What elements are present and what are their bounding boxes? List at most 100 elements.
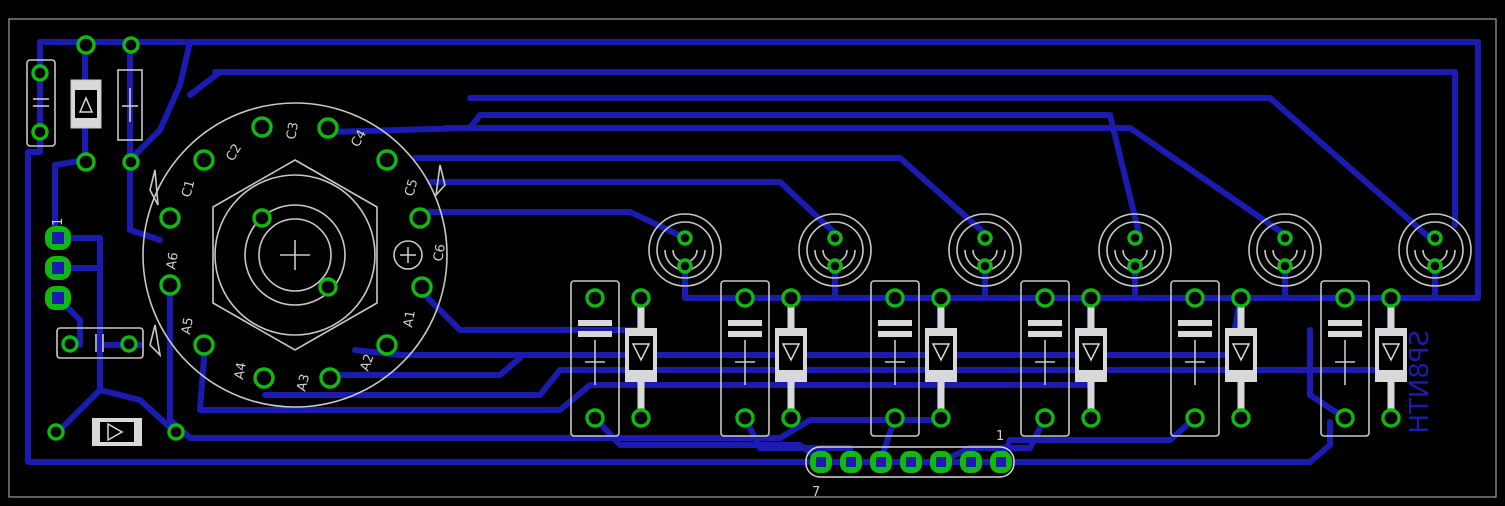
- pad-c6: [409, 207, 431, 229]
- pad-header-square: [52, 232, 64, 244]
- pad-a6: [159, 274, 181, 296]
- trace-c4-led: [412, 155, 993, 241]
- label-c2: C2: [223, 141, 245, 164]
- switch-tab: [149, 324, 162, 358]
- trace-c-bus: [327, 112, 1143, 241]
- trace-a4: [262, 297, 1393, 398]
- cap-c1-outline: [26, 59, 56, 147]
- trace-diode1: [52, 42, 88, 238]
- trace-link: [187, 69, 223, 98]
- channel-blocks: [570, 280, 1407, 437]
- trace-a2: [352, 297, 1243, 358]
- pad-a5: [193, 334, 215, 356]
- switch-stop-pin: [393, 240, 423, 270]
- connector-pads: [810, 451, 1012, 473]
- trace-p7: [592, 415, 823, 463]
- channel-1: [570, 280, 657, 437]
- channel-4: [1020, 280, 1107, 437]
- label-c3: C3: [284, 121, 302, 141]
- pad-channel: [1185, 288, 1205, 308]
- diode-symbol-icon: [107, 422, 124, 442]
- pad-channel: [1035, 288, 1055, 308]
- pad-common: [318, 277, 338, 297]
- pad-led: [1427, 230, 1443, 246]
- board-outline: [8, 18, 1497, 498]
- trace-led6-feed: [212, 69, 1458, 228]
- pad-diode: [76, 35, 96, 55]
- trace-p1: [997, 415, 1198, 465]
- pad-c4: [317, 117, 339, 139]
- pad-cap: [31, 64, 49, 82]
- pad-resistor: [122, 153, 140, 171]
- pad-led: [827, 230, 843, 246]
- connector-7pin: 1 7: [805, 429, 1015, 500]
- rotary-switch: C1 C2 C3 C4 C5 C6 A1 A2 A3 A4 A5 A6: [142, 102, 449, 408]
- trace-a3: [327, 355, 523, 378]
- led-row: [648, 213, 1472, 287]
- cap-c2-outline: [56, 327, 144, 359]
- resistor-r1-outline: [117, 69, 143, 141]
- pad-channel: [1335, 288, 1355, 308]
- label-c5: C5: [402, 177, 421, 198]
- pad-diode: [76, 152, 96, 172]
- trace-c6-led: [467, 95, 1433, 241]
- label-a5: A5: [179, 316, 197, 336]
- connector-pin1-label: 1: [996, 429, 1004, 444]
- pad-a2: [376, 334, 398, 356]
- diode-symbol-icon: [78, 96, 94, 113]
- switch-shaft-inner: [258, 218, 332, 292]
- switch-tab: [434, 164, 446, 198]
- pad-diode: [167, 423, 185, 441]
- label-c1: C1: [179, 178, 198, 199]
- label-c6: C6: [431, 243, 449, 263]
- led-2: [798, 213, 872, 287]
- connector-outline: [805, 446, 1015, 478]
- pad-led: [977, 230, 993, 246]
- pad-cap: [120, 335, 138, 353]
- pad-channel: [885, 288, 905, 308]
- pad-c5: [376, 149, 398, 171]
- diode-d1-window: [75, 90, 97, 118]
- trace-diode2: [97, 387, 178, 435]
- label-a6: A6: [164, 251, 182, 271]
- header-pin1-label: 1: [51, 218, 66, 226]
- connector-pin7-label: 7: [812, 485, 820, 500]
- trace-led-return: [682, 262, 1343, 301]
- label-a1: A1: [401, 309, 419, 329]
- switch-shaft-outer: [214, 174, 376, 336]
- trace-c2-led: [427, 209, 688, 241]
- pad-cap: [61, 335, 79, 353]
- trace-c5-led: [442, 125, 1293, 241]
- pad-a4: [253, 367, 275, 389]
- trace-a6: [167, 282, 943, 441]
- pad-resistor: [122, 36, 140, 54]
- pad-led: [677, 230, 693, 246]
- pad-led: [1127, 230, 1143, 246]
- trace-top-bus: [37, 39, 1481, 301]
- pad-c1: [159, 207, 181, 229]
- pad-c2: [193, 149, 215, 171]
- channel-2: [720, 280, 807, 437]
- trace-hdr-1: [55, 235, 143, 348]
- trace-p3: [937, 415, 1048, 465]
- label-a2: A2: [358, 352, 378, 373]
- switch-shaft-mid: [244, 204, 346, 306]
- pad-diode: [47, 423, 65, 441]
- pad-channel: [735, 288, 755, 308]
- pad-a3: [319, 367, 341, 389]
- switch-body-outline: [142, 102, 448, 408]
- pad-common: [252, 208, 272, 228]
- pad-cap: [31, 123, 49, 141]
- label-a3: A3: [294, 373, 313, 393]
- switch-tab: [149, 169, 159, 206]
- pad-channel: [585, 288, 605, 308]
- trace-ground-loop: [25, 39, 1333, 465]
- trace-bus-drop: [127, 39, 193, 243]
- diode-d2-window: [100, 422, 134, 442]
- board-text-mirrored: SP8NTH: [1405, 330, 1435, 434]
- pads: [31, 35, 1443, 473]
- trace-c3-led: [427, 179, 843, 241]
- pad-c3: [251, 116, 273, 138]
